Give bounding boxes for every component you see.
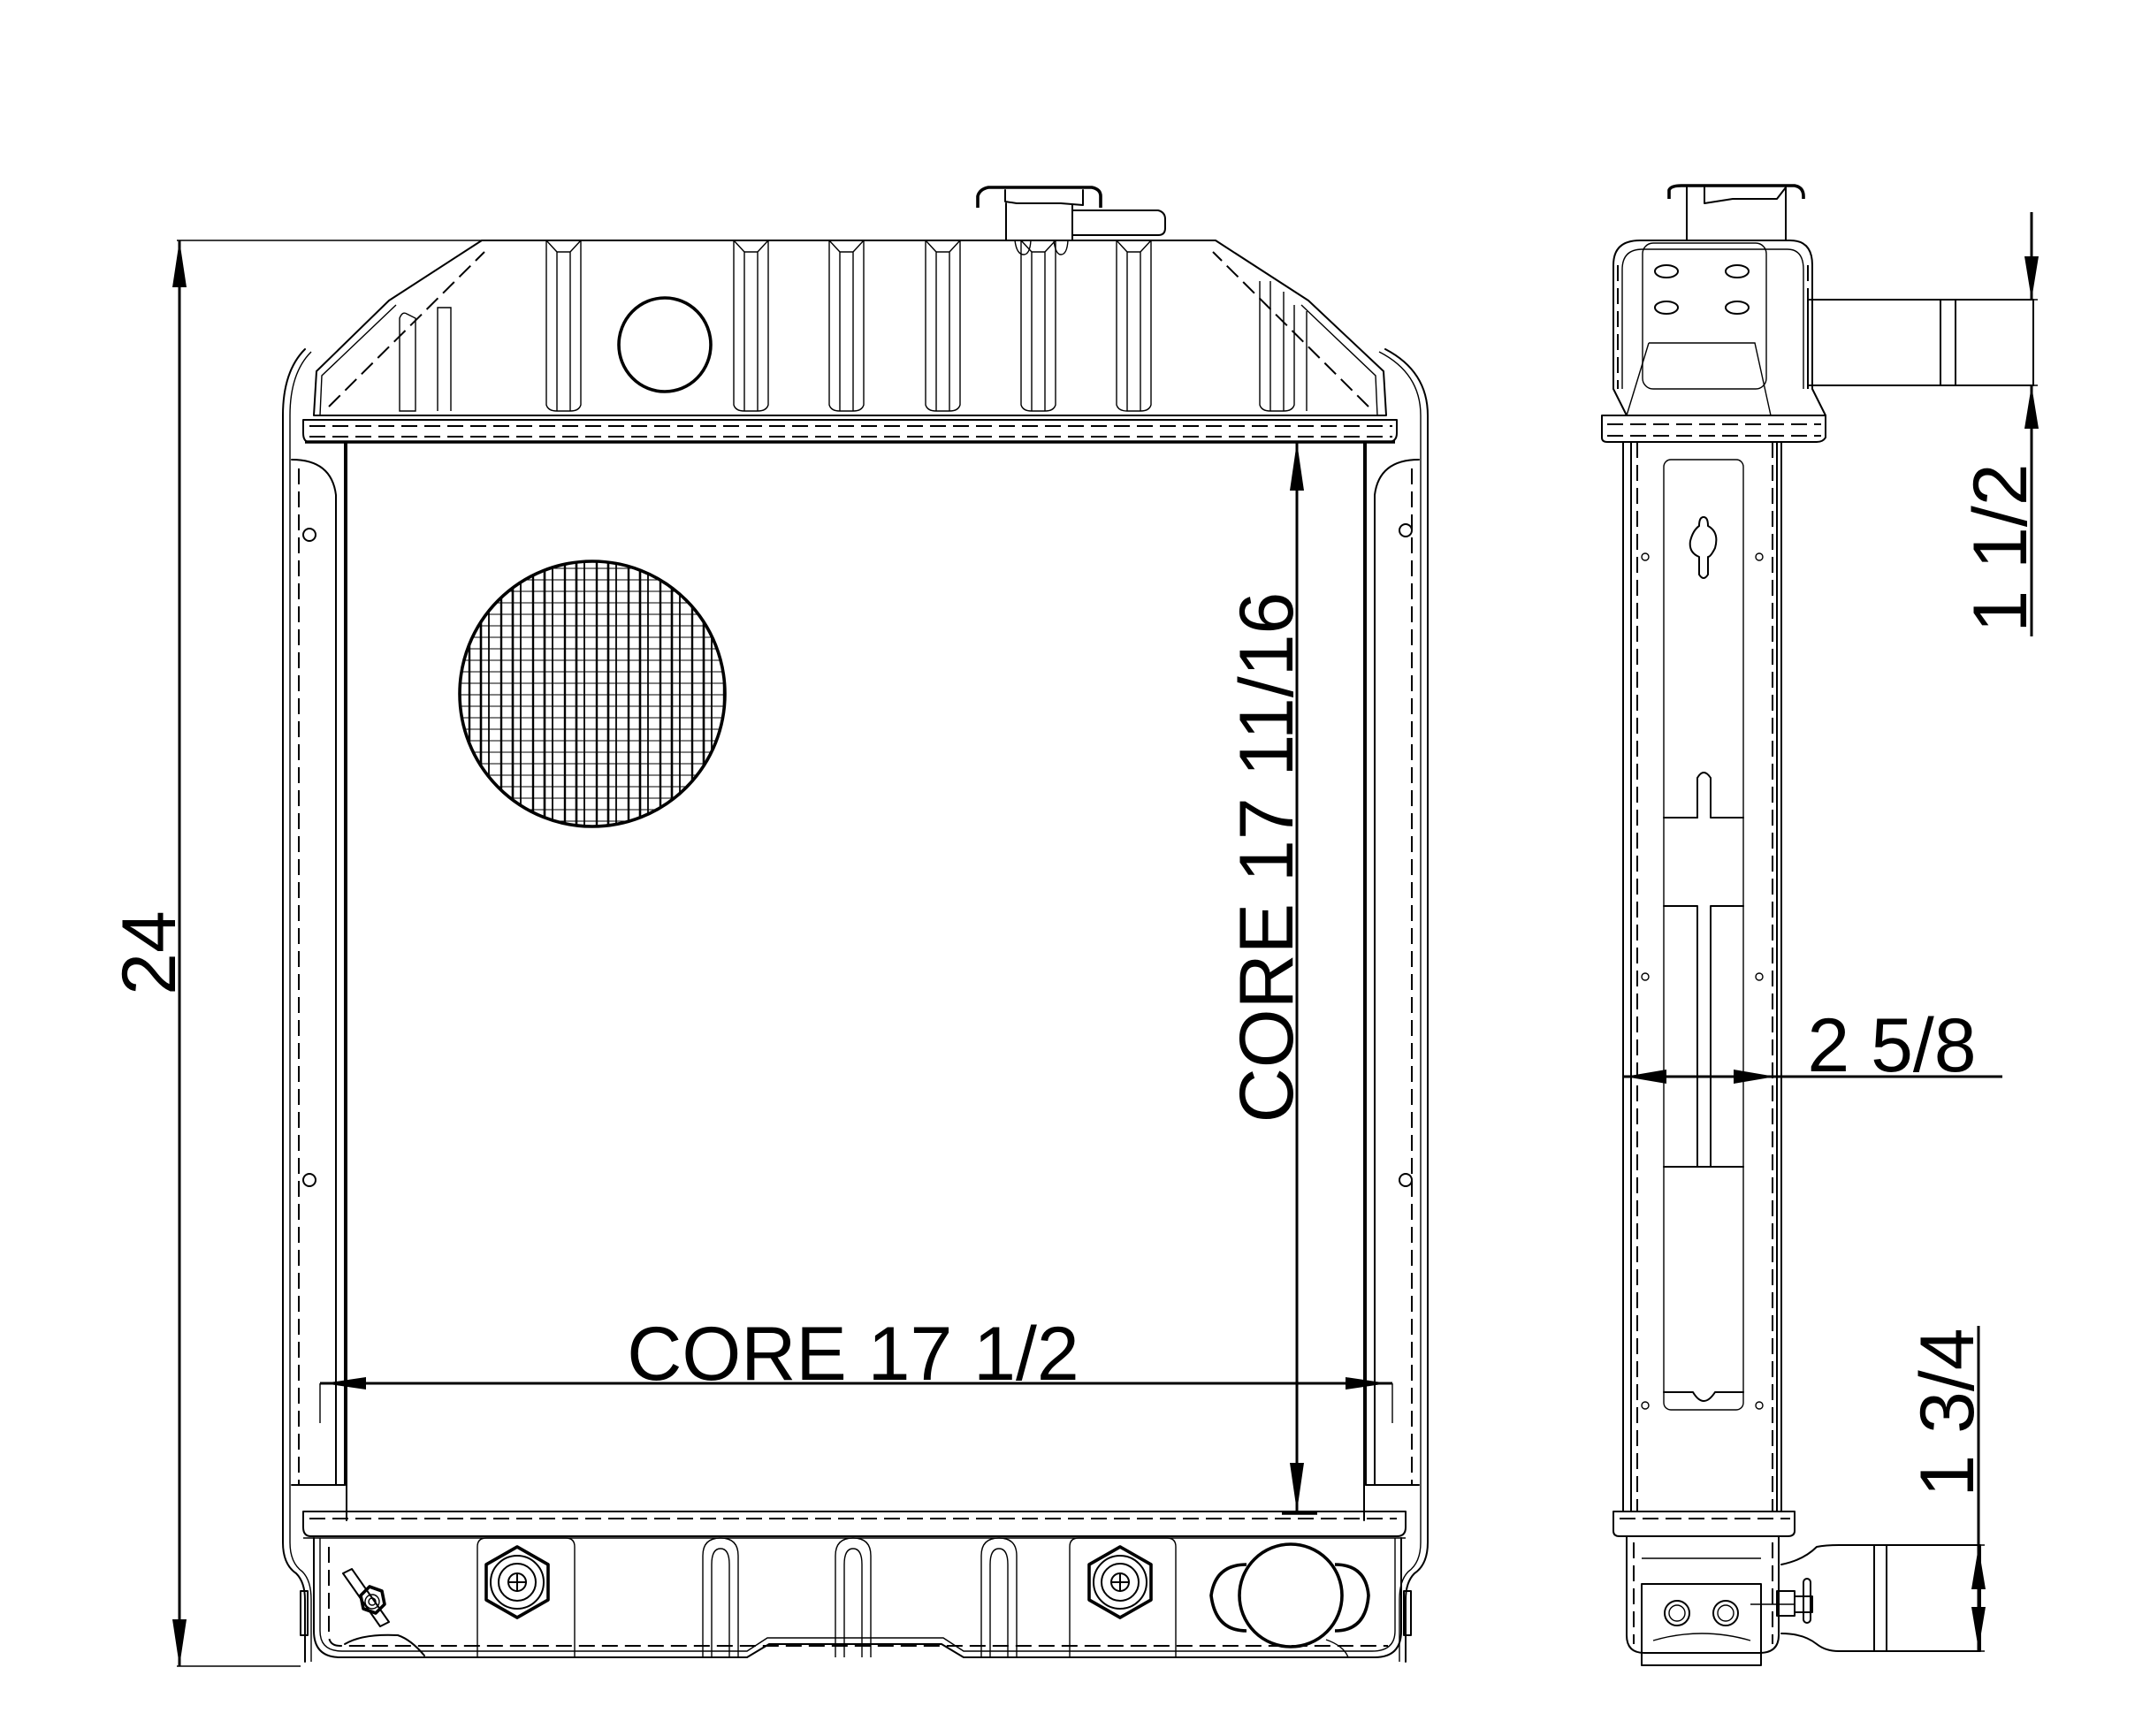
outlet-pipe-side bbox=[1750, 1544, 1981, 1652]
dim-inlet-diameter: 1 1/2 bbox=[1945, 212, 2043, 636]
drain-fitting-left bbox=[484, 1545, 550, 1619]
drain-fitting-right bbox=[1087, 1545, 1153, 1619]
drain-petcock bbox=[342, 1568, 425, 1656]
dim-label-core-thickness: 2 5/8 bbox=[1807, 1003, 1976, 1088]
tank-ribs bbox=[399, 240, 1308, 412]
dim-core-width: CORE 17 1/2 bbox=[319, 1312, 1393, 1423]
dim-core-thickness: 2 5/8 bbox=[1622, 1003, 2002, 1123]
outlet-pipe-front bbox=[1209, 1542, 1370, 1658]
dim-label-inlet-diameter: 1 1/2 bbox=[1958, 463, 2043, 632]
side-frame-left bbox=[282, 348, 346, 1663]
dim-outlet-diameter: 1 3/4 bbox=[1892, 1326, 1990, 1652]
dim-label-core-width: CORE 17 1/2 bbox=[627, 1312, 1079, 1397]
filler-cap-side bbox=[1667, 184, 1805, 241]
top-tank-side bbox=[1601, 240, 1826, 443]
front-view: 24 CORE 17 11/16 CORE 17 1/2 bbox=[107, 186, 1429, 1667]
dim-label-outlet-diameter: 1 3/4 bbox=[1905, 1328, 1990, 1496]
dim-core-height: CORE 17 11/16 bbox=[1224, 442, 1317, 1515]
bottom-tank-side bbox=[1612, 1511, 1795, 1666]
dim-label-core-height: CORE 17 11/16 bbox=[1224, 592, 1309, 1123]
dim-overall-height: 24 bbox=[107, 240, 482, 1667]
dim-label-overall-height: 24 bbox=[107, 910, 192, 995]
tank-opening bbox=[617, 296, 713, 393]
side-channel bbox=[1622, 441, 1782, 1512]
core-hatch-sample bbox=[458, 560, 727, 828]
filler-cap bbox=[976, 186, 1166, 255]
bottom-tank bbox=[302, 1511, 1407, 1658]
top-tank bbox=[302, 240, 1398, 444]
side-view: 1 1/2 2 5/8 1 3/4 bbox=[1601, 184, 2043, 1666]
inlet-pipe bbox=[1807, 299, 2034, 386]
core bbox=[346, 441, 1365, 1521]
side-frame-right bbox=[1365, 348, 1429, 1663]
